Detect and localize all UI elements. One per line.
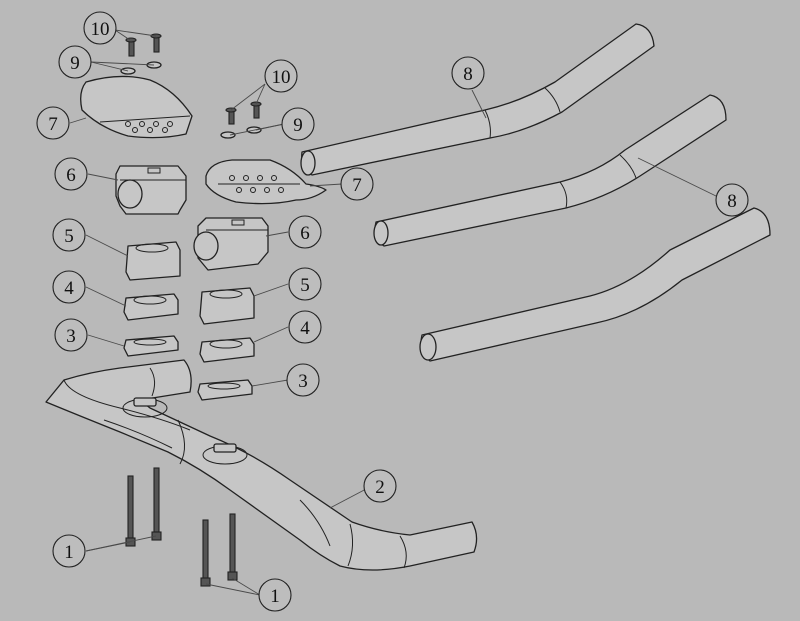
callout-10-right: 10 bbox=[264, 59, 298, 93]
spacer-thin-right bbox=[197, 379, 253, 401]
callout-2: 2 bbox=[363, 469, 397, 503]
armrest-pad-right bbox=[205, 159, 327, 205]
svg-text:7: 7 bbox=[352, 175, 362, 196]
svg-text:2: 2 bbox=[375, 477, 385, 498]
callout-9-right: 9 bbox=[281, 107, 315, 141]
screw-short-left-1 bbox=[125, 37, 137, 57]
callout-7-left: 7 bbox=[36, 106, 70, 140]
extension-bar-top bbox=[300, 23, 655, 176]
callout-3-left: 3 bbox=[54, 318, 88, 352]
spacer-tall-right bbox=[199, 287, 255, 325]
base-bar bbox=[45, 359, 478, 571]
callout-4-right: 4 bbox=[288, 310, 322, 344]
svg-text:7: 7 bbox=[48, 114, 58, 135]
armrest-pad-left bbox=[80, 75, 193, 139]
callout-1-right: 1 bbox=[258, 578, 292, 612]
screw-short-left-2 bbox=[150, 33, 162, 53]
armrest-cup-right bbox=[193, 217, 269, 271]
callout-3-right: 3 bbox=[286, 363, 320, 397]
bolt-long-4 bbox=[227, 513, 238, 581]
bolt-long-3 bbox=[200, 519, 211, 587]
spacer-tall-left bbox=[125, 241, 181, 281]
screw-short-right-1 bbox=[225, 107, 237, 125]
callout-6-right: 6 bbox=[288, 215, 322, 249]
callout-10-left: 10 bbox=[83, 11, 117, 45]
spacer-mid-right bbox=[199, 337, 255, 363]
svg-text:8: 8 bbox=[727, 191, 737, 212]
svg-text:4: 4 bbox=[64, 278, 74, 299]
svg-text:8: 8 bbox=[463, 64, 473, 85]
washer-right-1 bbox=[220, 131, 236, 139]
callout-8-top: 8 bbox=[451, 56, 485, 90]
extension-bar-middle bbox=[373, 94, 727, 247]
svg-text:6: 6 bbox=[300, 223, 310, 244]
svg-text:4: 4 bbox=[300, 318, 310, 339]
bolt-long-2 bbox=[151, 467, 162, 541]
svg-text:3: 3 bbox=[66, 326, 76, 347]
callout-5-left: 5 bbox=[52, 218, 86, 252]
svg-text:5: 5 bbox=[64, 226, 74, 247]
svg-text:1: 1 bbox=[270, 586, 280, 607]
callout-7-right: 7 bbox=[340, 167, 374, 201]
spacer-thin-left bbox=[123, 335, 179, 357]
callout-1-left: 1 bbox=[52, 534, 86, 568]
bolt-long-1 bbox=[125, 475, 136, 547]
leader-lines bbox=[69, 29, 717, 596]
svg-text:10: 10 bbox=[91, 19, 110, 40]
svg-text:6: 6 bbox=[66, 165, 76, 186]
svg-text:3: 3 bbox=[298, 371, 308, 392]
svg-text:1: 1 bbox=[64, 542, 74, 563]
armrest-cup-left bbox=[115, 165, 187, 215]
callout-9-left: 9 bbox=[58, 45, 92, 79]
callout-4-left: 4 bbox=[52, 270, 86, 304]
screw-short-right-2 bbox=[250, 101, 262, 119]
svg-text:9: 9 bbox=[293, 115, 303, 136]
svg-text:9: 9 bbox=[70, 53, 80, 74]
callout-8-right: 8 bbox=[715, 183, 749, 217]
callout-6-left: 6 bbox=[54, 157, 88, 191]
callout-5-right: 5 bbox=[288, 267, 322, 301]
extension-bar-bottom bbox=[419, 207, 771, 362]
spacer-mid-left bbox=[123, 293, 179, 321]
svg-text:5: 5 bbox=[300, 275, 310, 296]
washer-left-1 bbox=[120, 67, 136, 75]
svg-text:10: 10 bbox=[272, 67, 291, 88]
